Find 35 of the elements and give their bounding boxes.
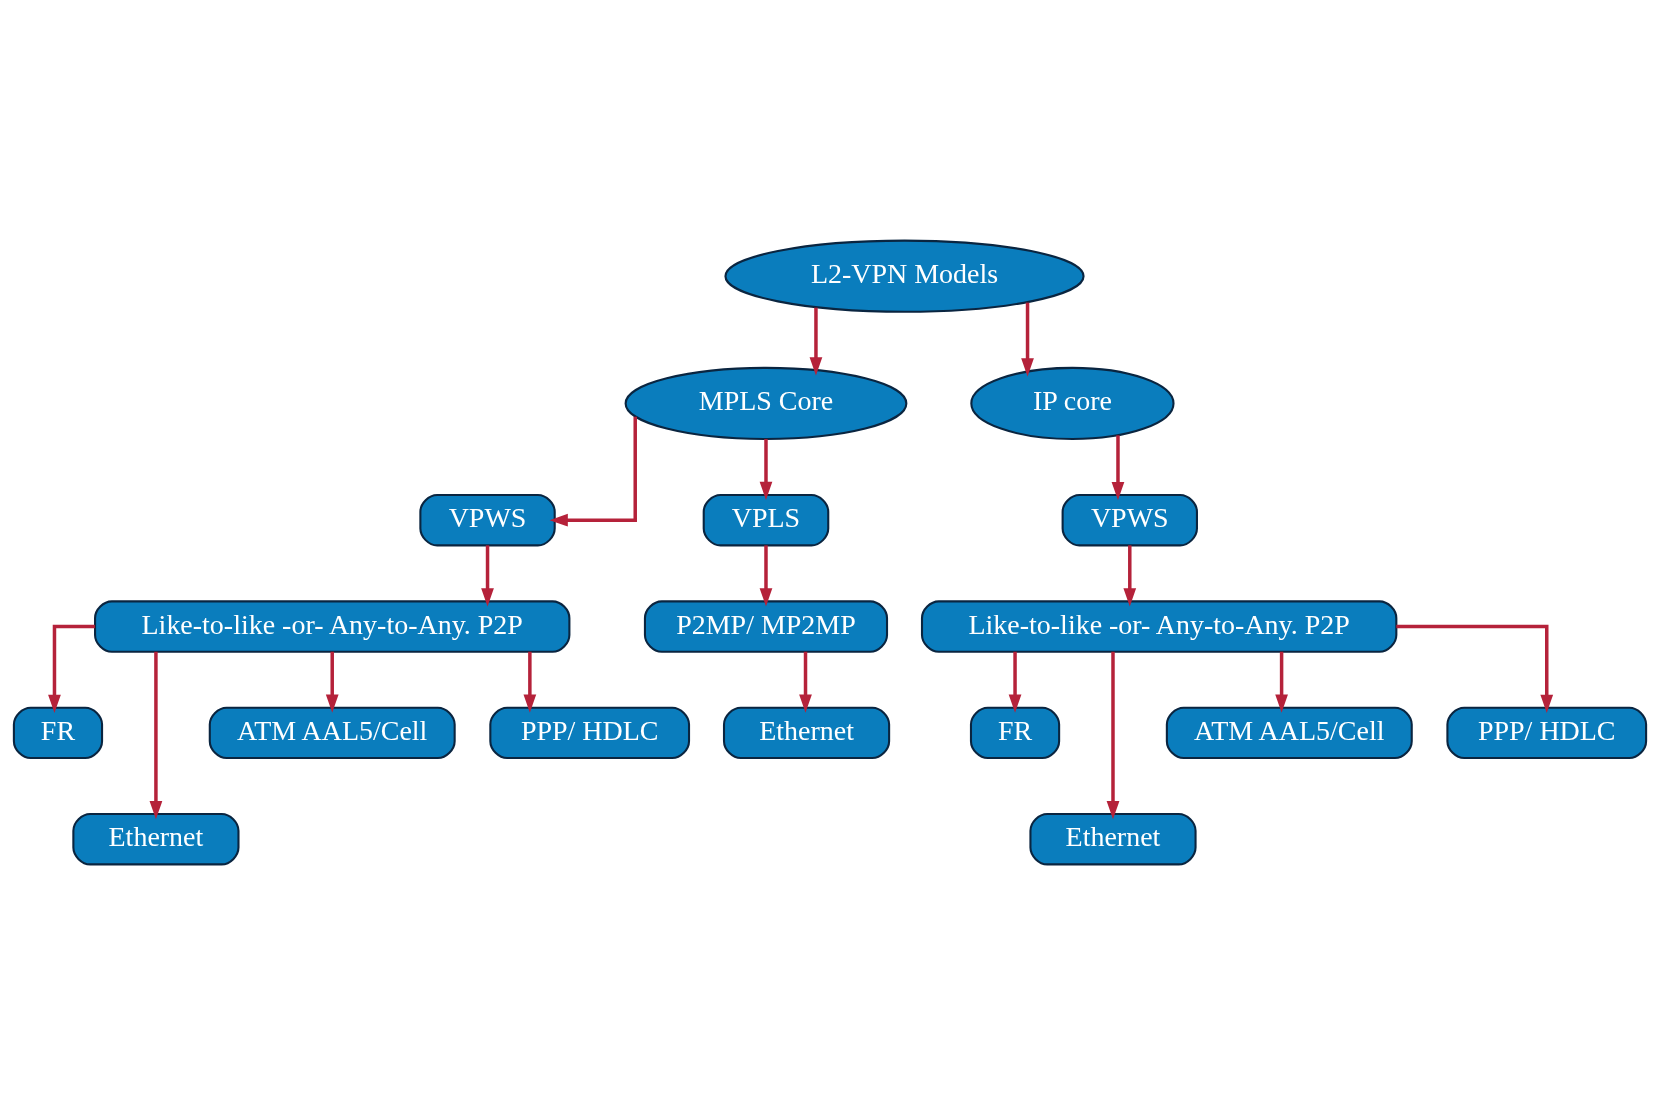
arrow: [1111, 435, 1125, 501]
node-box: FR: [12, 706, 104, 760]
arrow: [809, 307, 823, 376]
node-box: PPP/ HDLC: [1446, 706, 1648, 760]
arrow: [1008, 651, 1022, 713]
arrow: [523, 651, 537, 713]
node-box: Ethernet: [722, 706, 891, 760]
arrow: [48, 624, 95, 713]
node-box: ATM AAL5/Cell: [208, 706, 456, 760]
node-box: VPWS: [419, 493, 556, 547]
arrow: [1123, 545, 1137, 607]
node-box: PPP/ HDLC: [489, 706, 691, 760]
arrow: [481, 545, 494, 607]
arrow: [149, 651, 163, 820]
arrow: [1021, 302, 1034, 377]
node-box: Ethernet: [72, 813, 240, 866]
arrow: [759, 439, 773, 501]
node-ellipse: MPLS Core: [624, 366, 908, 441]
node-box: Like-to-like -or- Any-to-Any. P2P: [94, 600, 571, 653]
node-ellipse: IP core: [970, 366, 1175, 441]
arrow: [549, 416, 637, 527]
node-box: VPLS: [702, 493, 830, 547]
arrow: [759, 545, 773, 607]
arrow: [1396, 624, 1554, 713]
arrow: [799, 651, 812, 713]
node-box: Ethernet: [1029, 813, 1197, 866]
node-box: VPWS: [1061, 493, 1198, 547]
arrow: [1275, 651, 1288, 713]
arrow: [325, 651, 339, 713]
node-box: FR: [969, 706, 1061, 760]
node-ellipse: L2-VPN Models: [724, 239, 1085, 313]
arrow: [1106, 651, 1120, 820]
node-box: Like-to-like -or- Any-to-Any. P2P: [920, 600, 1398, 653]
node-box: ATM AAL5/Cell: [1165, 706, 1413, 760]
node-box: P2MP/ MP2MP: [643, 600, 889, 653]
